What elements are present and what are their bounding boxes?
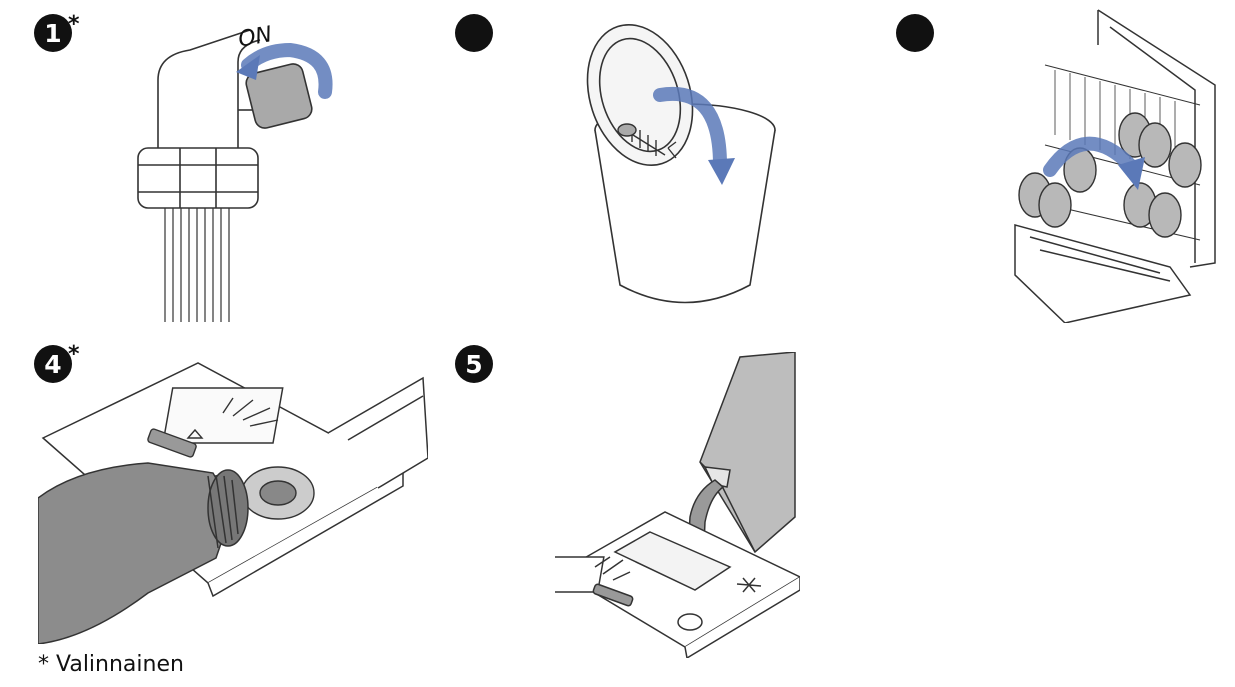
step-5-illustration-detergent	[555, 352, 800, 658]
step-2-badge	[455, 14, 493, 52]
step-3-badge	[896, 14, 934, 52]
valve-knob	[238, 63, 313, 129]
step-5-badge: 5	[455, 345, 493, 383]
on-label: ON	[236, 22, 274, 52]
step-1-illustration-tap: ON	[110, 0, 360, 325]
step-1-badge: 1	[34, 14, 72, 52]
step-4-badge: 4	[34, 345, 72, 383]
step-4-illustration-rinse-aid	[38, 358, 428, 644]
step-1-optional-mark: *	[68, 12, 80, 37]
step-2-illustration-bin	[570, 20, 800, 320]
footnote-optional: * Valinnainen	[38, 652, 184, 677]
step-4-optional-mark: *	[68, 342, 80, 367]
step-3-illustration-dishwasher	[1010, 5, 1232, 323]
